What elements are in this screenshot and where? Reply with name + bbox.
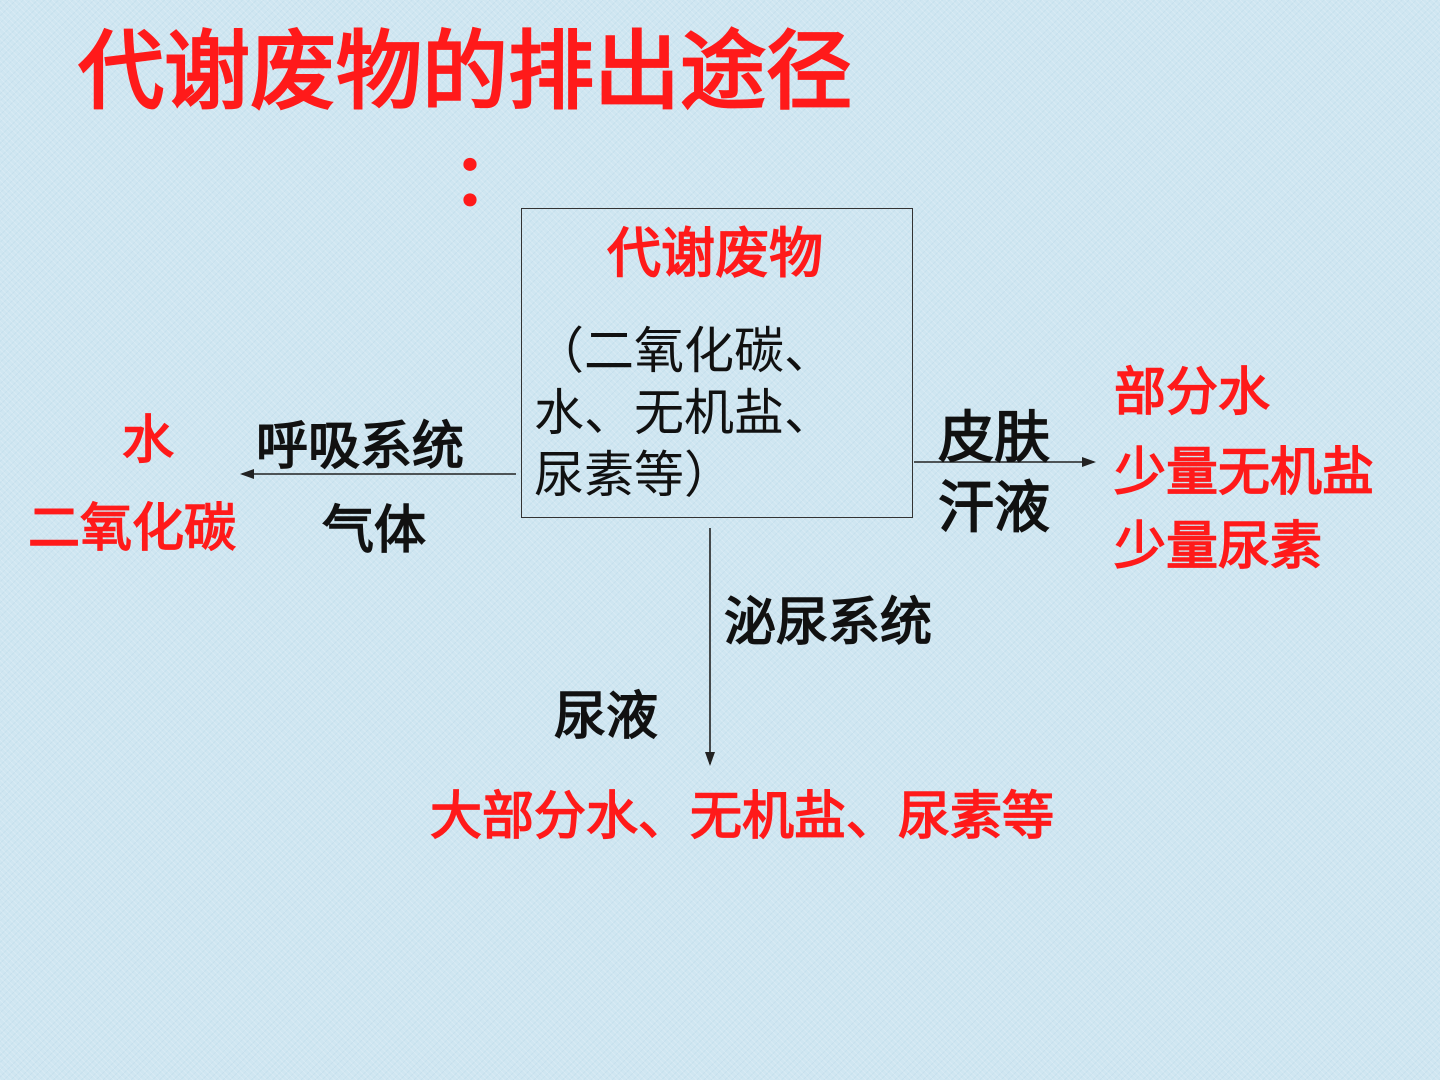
- respiratory-system-label: 呼吸系统: [256, 417, 465, 477]
- center-line-2: 水、无机盐、: [534, 384, 834, 442]
- center-title: 代谢废物: [607, 222, 823, 285]
- center-list: （二氧化碳、 水、无机盐、 尿素等）: [534, 320, 834, 506]
- urinary-system-label: 泌尿系统: [724, 593, 933, 653]
- urinary-product: 大部分水、无机盐、尿素等: [430, 787, 1055, 847]
- center-box: [521, 208, 913, 518]
- respiratory-product-co2: 二氧化碳: [28, 499, 237, 559]
- title-colon: ：: [452, 138, 525, 222]
- page-title: 代谢废物的排出途径: [78, 22, 852, 122]
- skin-product-salt: 少量无机盐: [1114, 443, 1375, 503]
- skin-product-urea: 少量尿素: [1114, 517, 1323, 577]
- respiratory-medium-label: 气体: [322, 501, 427, 561]
- skin-medium-label: 汗液: [938, 476, 1050, 541]
- urinary-medium-label: 尿液: [554, 687, 659, 747]
- respiratory-product-water: 水: [122, 411, 175, 471]
- center-line-1: （二氧化碳、: [534, 322, 834, 380]
- skin-product-water: 部分水: [1114, 363, 1271, 423]
- center-line-3: 尿素等）: [534, 446, 734, 504]
- skin-label: 皮肤: [938, 406, 1050, 471]
